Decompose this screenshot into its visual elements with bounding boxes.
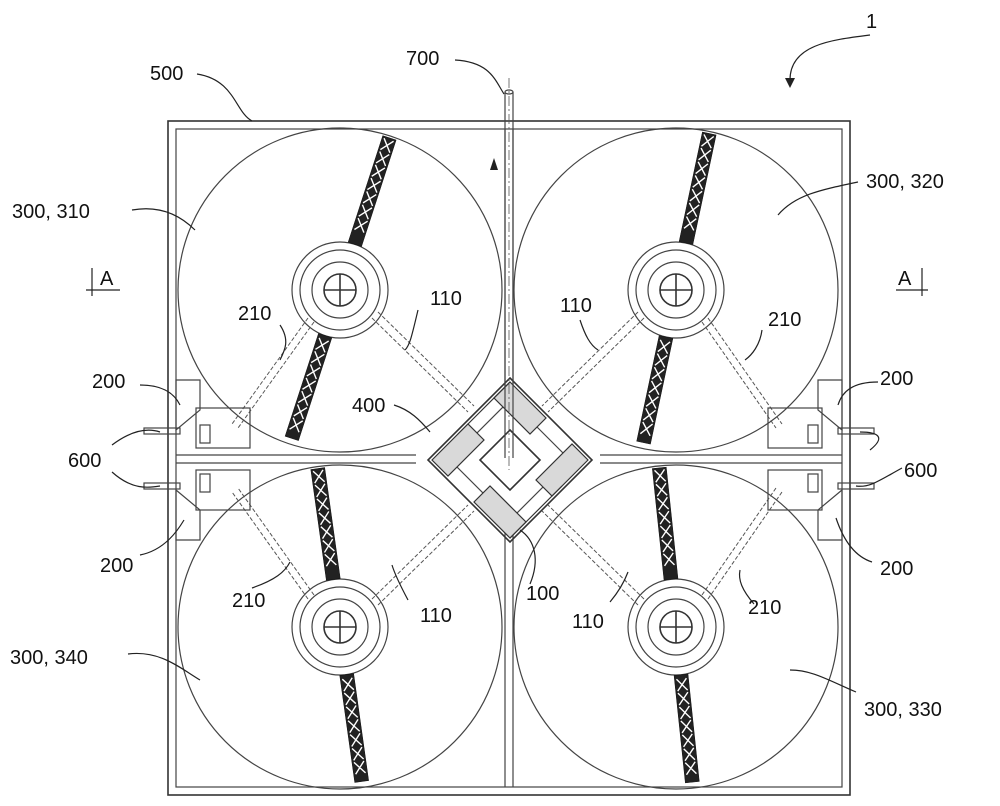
tank-320 <box>513 127 839 453</box>
leader-lines <box>111 34 903 693</box>
label-ref-210-tr: 210 <box>768 309 801 331</box>
label-ref-200-left-top: 200 <box>92 371 125 393</box>
label-ref-300-340: 300, 340 <box>10 647 88 669</box>
label-ref-110-br: 110 <box>572 611 604 633</box>
label-section-left: A <box>100 268 114 290</box>
label-ref-200-right-top: 200 <box>880 368 913 390</box>
outlet-pipe-right-lower <box>837 482 875 490</box>
aggregate-right <box>535 443 589 497</box>
tank-circles <box>177 127 839 790</box>
hub-340 <box>291 578 389 676</box>
tank-330 <box>513 464 839 790</box>
flow-arrow-icon <box>490 158 498 170</box>
label-ref-110-bl: 110 <box>420 605 452 627</box>
outlet-pipe-left-upper <box>143 427 181 435</box>
label-ref-500: 500 <box>150 63 183 85</box>
central-well <box>426 376 594 544</box>
section-marks <box>86 268 928 296</box>
aggregate-left <box>431 423 485 477</box>
side-boxes <box>143 379 875 541</box>
truss-310 <box>284 135 397 441</box>
label-ref-300-310: 300, 310 <box>12 201 90 223</box>
label-ref-300-320: 300, 320 <box>866 171 944 193</box>
inlet-pipe-700 <box>490 78 514 470</box>
label-ref-100: 100 <box>526 583 559 605</box>
label-ref-200-left-bottom: 200 <box>100 555 133 577</box>
label-ref-1: 1 <box>866 11 877 33</box>
pipes <box>231 311 783 606</box>
truss-320 <box>636 131 717 445</box>
label-ref-210-tl: 210 <box>238 303 271 325</box>
label-ref-600-left: 600 <box>68 450 101 472</box>
label-ref-200-right-bottom: 200 <box>880 558 913 580</box>
label-section-right: A <box>898 268 912 290</box>
outlet-pipe-right-upper <box>837 427 875 435</box>
label-ref-210-br: 210 <box>748 597 781 619</box>
label-ref-700: 700 <box>406 48 439 70</box>
label-ref-400: 400 <box>352 395 385 417</box>
hub-330 <box>627 578 725 676</box>
label-ref-600-right: 600 <box>904 460 937 482</box>
hub-320 <box>627 241 725 339</box>
truss-330 <box>652 466 700 784</box>
label-ref-110-tr: 110 <box>560 295 592 317</box>
label-ref-110-tl: 110 <box>430 288 462 310</box>
label-ref-210-bl: 210 <box>232 590 265 612</box>
center-hubs <box>291 241 725 676</box>
tank-340 <box>177 464 503 790</box>
label-ref-300-330: 300, 330 <box>864 699 942 721</box>
truss-bridges <box>284 131 717 784</box>
outlet-pipe-left-lower <box>143 482 181 490</box>
tank-310 <box>177 127 503 453</box>
hub-310 <box>291 241 389 339</box>
reference-labels: 1 500 700 300, 310 300, 320 300, 330 300… <box>10 11 944 721</box>
truss-340 <box>310 467 369 783</box>
